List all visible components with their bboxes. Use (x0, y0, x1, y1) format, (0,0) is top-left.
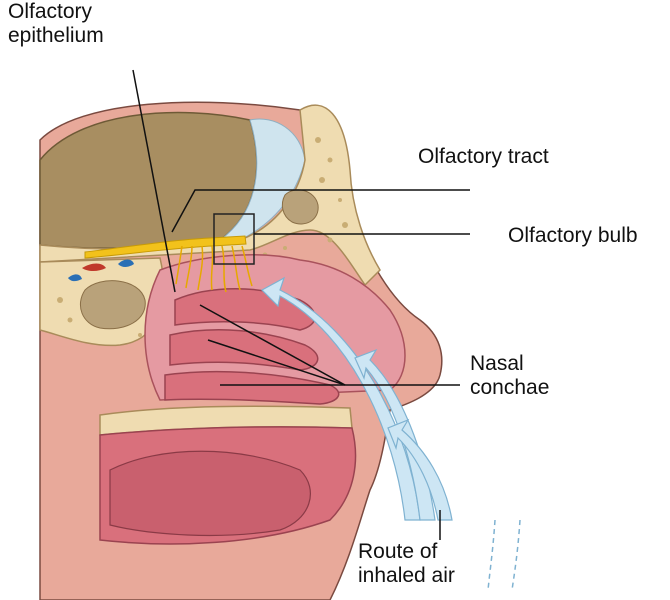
vessel-blue-2 (68, 274, 82, 282)
label-route-of-inhaled-air: Route of inhaled air (358, 540, 455, 588)
label-olfactory-epithelium-line-2: epithelium (8, 24, 104, 47)
label-olfactory-epithelium: Olfactory epithelium (8, 0, 104, 48)
olfactory-nerve-fibers (175, 245, 253, 293)
label-nasal-conchae-line-1: Nasal (470, 352, 524, 375)
label-nasal-conchae: Nasal conchae (470, 352, 549, 400)
label-nasal-conchae-line-2: conchae (470, 376, 550, 399)
air-route-dashed (511, 519, 521, 591)
label-olfactory-tract: Olfactory tract (418, 145, 549, 168)
leader-conchae-top (199, 304, 346, 386)
sphenoid-sinus (80, 280, 146, 330)
olfactory-tract-nerve (84, 235, 247, 259)
olfactory-bulb-inset-box (213, 213, 255, 265)
middle-concha (169, 329, 319, 371)
leader-olfactory-tract (171, 189, 470, 233)
vessel-red (82, 263, 106, 271)
leader-olfactory-epithelium (132, 69, 176, 293)
label-olfactory-bulb: Olfactory bulb (508, 224, 638, 247)
inhaled-air-arrows (261, 276, 453, 521)
inferior-concha (164, 370, 340, 405)
vessel-blue-1 (118, 259, 134, 267)
label-olfactory-epithelium-line-1: Olfactory (8, 0, 93, 23)
frontal-sinus (281, 189, 319, 225)
leader-lines (132, 69, 470, 540)
label-route-line-1: Route of (358, 540, 438, 563)
air-route-dashed-2 (487, 519, 496, 591)
meninges (218, 118, 306, 241)
tongue (109, 450, 311, 537)
label-route-line-2: inhaled air (358, 564, 455, 587)
leader-conchae-mid (207, 339, 346, 386)
